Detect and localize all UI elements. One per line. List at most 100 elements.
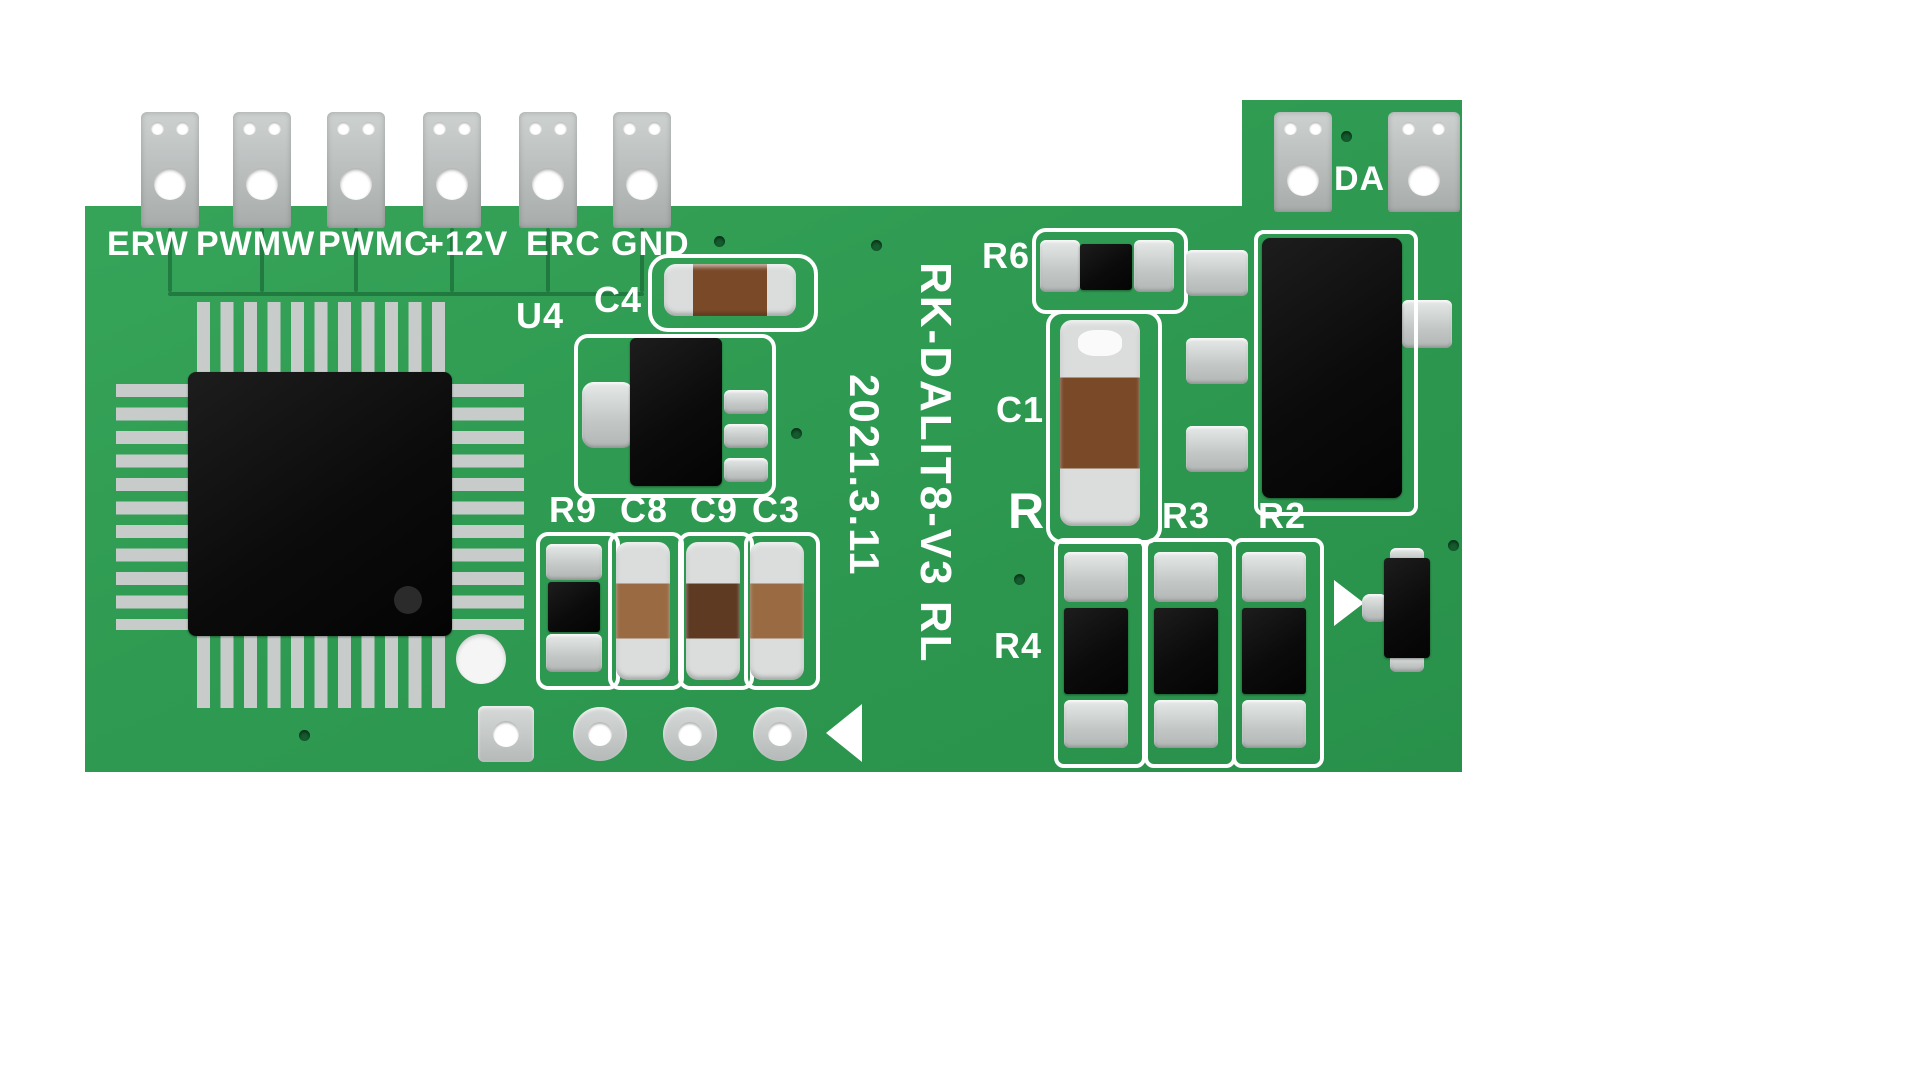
resistor-pad [1242,700,1306,748]
regulator-silkscreen [1254,230,1418,516]
terminal-pin-hole [554,122,567,135]
via-dot [871,240,882,251]
u4-lead [724,458,768,482]
c4-silkscreen [648,254,818,332]
via-dot [1014,574,1025,585]
r9-pad [546,544,602,580]
terminal-tab-pwmw [233,112,291,228]
solder-highlight [1078,330,1122,356]
qfp-pins-bottom [197,634,449,708]
r9-label: R9 [549,489,598,530]
terminal-pin-hole [1284,122,1297,135]
qfp-pins-left [116,384,190,630]
via-dot [714,236,725,247]
regulator-lead [1186,338,1248,384]
terminal-label-erc: ERC [526,225,601,263]
r6-label: R6 [982,235,1031,276]
terminal-wire-hole [154,168,186,200]
terminal-label-da: DA [1334,160,1386,198]
qfp-pins-right [450,384,524,630]
c3-capacitor [750,542,804,680]
c3-label: C3 [752,489,801,530]
resistor-pad [1154,552,1218,602]
copper-trace [354,228,358,292]
c9-capacitor [686,542,740,680]
r-partial-label: R [1008,483,1046,539]
regulator-lead [1186,426,1248,472]
terminal-pin-hole [268,122,281,135]
r6-pad [1134,240,1174,292]
regulator-body [1262,238,1402,498]
round-test-pad [456,634,506,684]
terminal-wire-hole [1408,164,1440,196]
resistor-body [1242,608,1306,694]
terminal-pin-hole [648,122,661,135]
pad-hole [493,721,519,747]
r6-pad [1040,240,1080,292]
terminal-pin-hole [243,122,256,135]
r3-label: R3 [1162,495,1211,536]
c3-silkscreen [744,532,820,690]
via-dot [791,428,802,439]
terminal-pin-hole [458,122,471,135]
r2-silkscreen [1232,538,1324,768]
terminal-tab-da-right [1388,112,1460,212]
terminal-pin-hole [1402,122,1415,135]
resistor-pad [1154,700,1218,748]
terminal-wire-hole [532,168,564,200]
date-marking: 2021.3.11 [841,374,888,577]
c4-label: C4 [594,279,643,320]
u4-lead [724,390,768,414]
terminal-pin-hole [337,122,350,135]
model-marking: RK-DALIT8-V3 RL [911,262,960,664]
c1-label: C1 [996,389,1045,430]
terminal-tab-pwmc [327,112,385,228]
copper-trace [260,228,264,292]
regulator-lead [1186,250,1248,296]
r6-resistor [1080,244,1132,290]
resistor-pad [1064,552,1128,602]
terminal-pin-hole [529,122,542,135]
u4-label: U4 [516,295,565,336]
resistor-pad [1064,700,1128,748]
u4-lead [724,424,768,448]
resistor-body [1154,608,1218,694]
arrow-left-silkscreen [826,704,862,762]
small-comp-lead [1362,594,1388,622]
r9-resistor [548,582,600,632]
pad-hole [768,722,792,746]
r4-label: R4 [994,625,1043,666]
terminal-tab-gnd [613,112,671,228]
copper-trace [168,228,172,292]
c9-label: C9 [690,489,739,530]
terminal-wire-hole [626,168,658,200]
round-hole-pad [573,707,627,761]
qfp-pin1-dot [394,586,422,614]
qfp-chip-body [188,372,452,636]
u4-silkscreen [574,334,776,498]
terminal-tab-da-left [1274,112,1332,212]
u4-body [630,338,722,486]
c4-capacitor [664,264,796,316]
terminal-wire-hole [436,168,468,200]
terminal-label-pwmw: PWMW [196,225,316,263]
terminal-pin-hole [1432,122,1445,135]
terminal-label-pwmc: PWMC [318,225,430,263]
small-comp-body [1384,558,1430,658]
via-dot [1448,540,1459,551]
copper-trace [450,228,454,292]
copper-trace [168,292,644,296]
round-hole-pad [753,707,807,761]
round-hole-pad [663,707,717,761]
terminal-pin-hole [151,122,164,135]
terminal-pin-hole [362,122,375,135]
terminal-pin-hole [433,122,446,135]
copper-trace [640,228,644,292]
pad-hole [678,722,702,746]
c8-capacitor [616,542,670,680]
c1-silkscreen [1046,310,1162,544]
terminal-wire-hole [340,168,372,200]
terminal-label-12v: +12V [424,225,509,263]
resistor-body [1064,608,1128,694]
